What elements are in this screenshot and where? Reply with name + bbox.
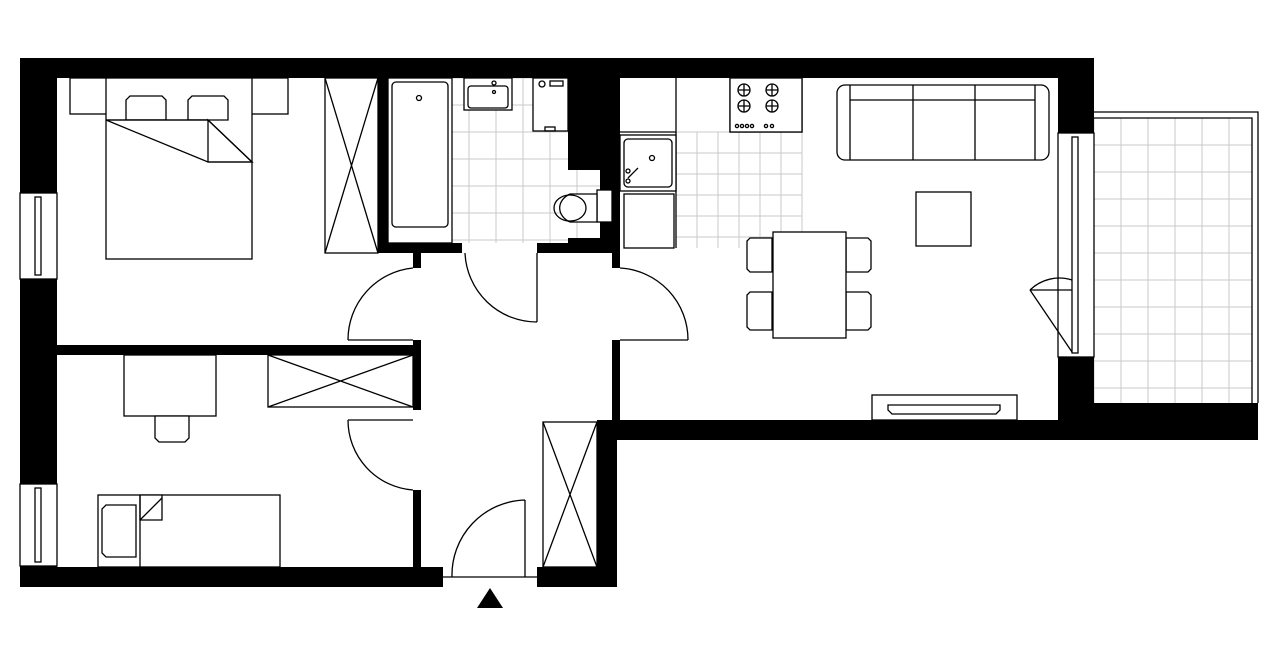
kitchen-tiles xyxy=(675,131,803,248)
toilet xyxy=(553,189,613,223)
balcony xyxy=(1094,111,1259,403)
window-bedroom xyxy=(19,192,58,280)
entrance-door xyxy=(443,499,537,578)
balcony-door-window xyxy=(1029,132,1095,358)
door-small-bedroom xyxy=(347,419,414,491)
balcony-tiles xyxy=(1093,117,1252,403)
entrance-marker-icon xyxy=(477,588,503,608)
kitchen-sink xyxy=(619,134,677,192)
door-bathroom xyxy=(464,252,538,323)
sofa xyxy=(836,84,1050,161)
window-small-bedroom xyxy=(19,483,58,567)
washing-machine xyxy=(532,77,569,132)
hall-wardrobe xyxy=(542,421,598,568)
wardrobe-small-bedroom xyxy=(267,354,414,408)
door-bedroom xyxy=(347,267,414,341)
wardrobe-bedroom xyxy=(324,77,379,254)
stove xyxy=(729,77,803,133)
bathroom-sink xyxy=(463,77,513,111)
fridge xyxy=(623,193,675,249)
tv-cabinet xyxy=(871,394,1018,421)
door-living xyxy=(619,267,689,341)
double-bed xyxy=(69,77,289,260)
walls xyxy=(20,58,1258,587)
coffee-table xyxy=(915,191,972,247)
single-bed xyxy=(97,494,281,568)
dining-set xyxy=(746,231,872,339)
desk-with-chair xyxy=(123,354,217,443)
bathtub xyxy=(387,77,453,244)
